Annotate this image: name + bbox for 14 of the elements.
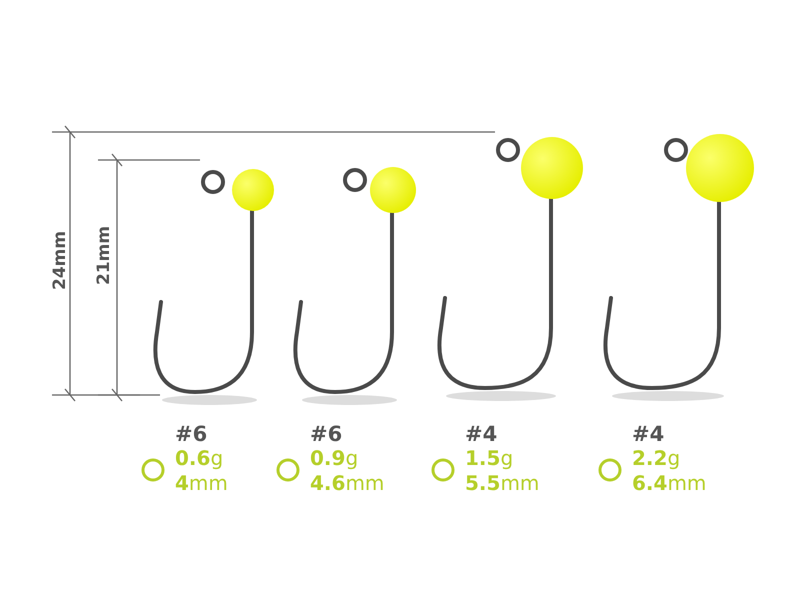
weight-label: 1.5g xyxy=(465,448,514,468)
hook-size-label: #6 xyxy=(310,424,342,445)
diameter-label: 4mm xyxy=(175,473,228,493)
dimension-label: 24mm xyxy=(52,230,69,290)
hook-size-label: #4 xyxy=(465,424,498,445)
hook-size-label: #6 xyxy=(175,424,208,445)
diameter-label: 5.5mm xyxy=(465,473,540,493)
weight-label: 2.2g xyxy=(632,448,680,468)
hook-size-label: #4 xyxy=(632,424,664,445)
weight-label: 0.9g xyxy=(310,448,358,468)
dimension-label: 21mm xyxy=(96,226,113,285)
diameter-label: 4.6mm xyxy=(310,473,384,493)
diameter-label: 6.4mm xyxy=(632,473,706,493)
weight-label: 0.6g xyxy=(175,448,224,468)
